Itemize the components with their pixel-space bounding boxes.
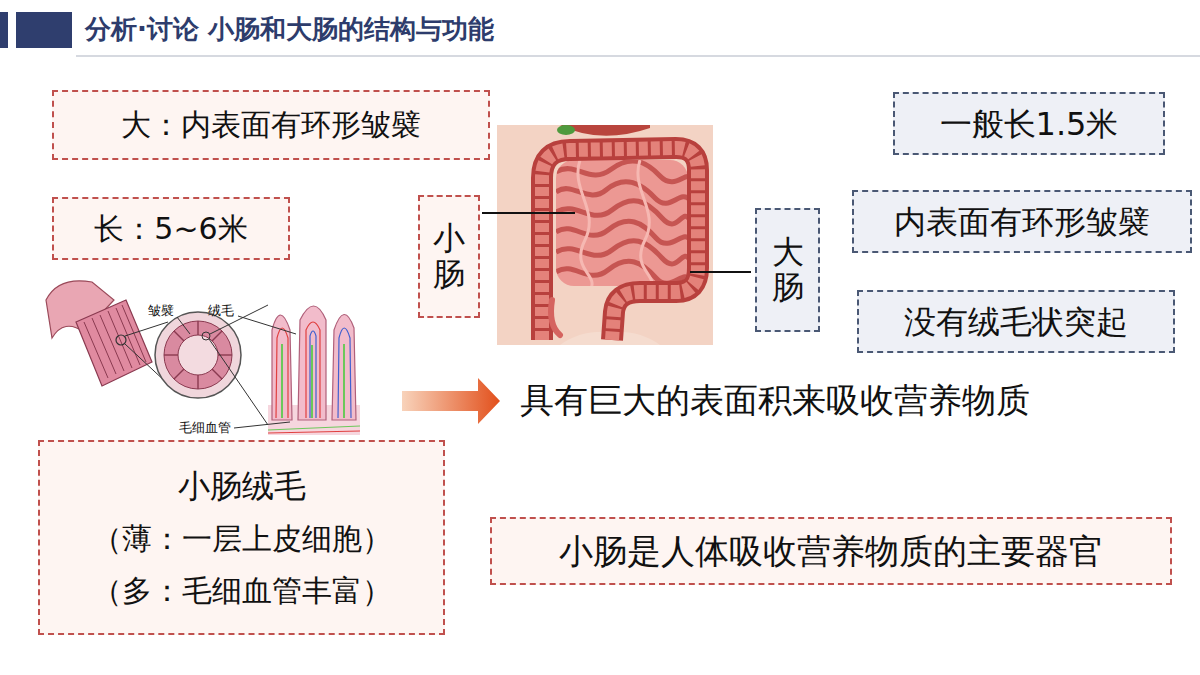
box-text: 没有绒毛状突起 xyxy=(904,302,1128,342)
feature-box: 长：5~6米 xyxy=(52,197,290,260)
part-label: 毛细血管 xyxy=(179,420,231,436)
box-text: 内表面有环形皱襞 xyxy=(894,202,1150,242)
box-text: 长：5~6米 xyxy=(94,210,247,248)
summary-text: 具有巨大的表面积来吸收营养物质 xyxy=(520,380,1030,421)
feature-box: 一般长1.5米 xyxy=(893,92,1165,155)
box-text: 大：内表面有环形皱襞 xyxy=(121,106,421,144)
box-detail: （多：毛细血管丰富） xyxy=(92,572,392,610)
feature-box: 内表面有环形皱襞 xyxy=(852,190,1192,253)
conclusion-box: 小肠是人体吸收营养物质的主要器官 xyxy=(490,517,1172,585)
villus-illustration xyxy=(46,281,360,435)
box-text: 小肠 xyxy=(433,221,465,291)
slide-title: 分析·讨论 小肠和大肠的结构与功能 xyxy=(85,13,494,47)
organ-label-box: 大肠 xyxy=(755,208,820,332)
feature-box: 大：内表面有环形皱襞 xyxy=(52,90,490,160)
header-bar xyxy=(0,12,1200,56)
part-label: 皱襞 xyxy=(148,303,174,319)
part-label: 绒毛 xyxy=(208,303,234,319)
box-text: 小肠是人体吸收营养物质的主要器官 xyxy=(559,530,1103,573)
big-arrow xyxy=(402,378,500,424)
box-text: 小肠绒毛 xyxy=(178,466,306,506)
leader-lines xyxy=(482,213,751,272)
digestive-illustration xyxy=(497,125,713,345)
box-text: 一般长1.5米 xyxy=(940,104,1119,144)
box-text: 大肠 xyxy=(772,235,804,305)
villus-info-box: 小肠绒毛 （薄：一层上皮细胞） （多：毛细血管丰富） xyxy=(38,440,445,635)
organ-label-box: 小肠 xyxy=(418,195,480,318)
feature-box: 没有绒毛状突起 xyxy=(857,290,1175,353)
box-detail: （薄：一层上皮细胞） xyxy=(92,520,392,558)
